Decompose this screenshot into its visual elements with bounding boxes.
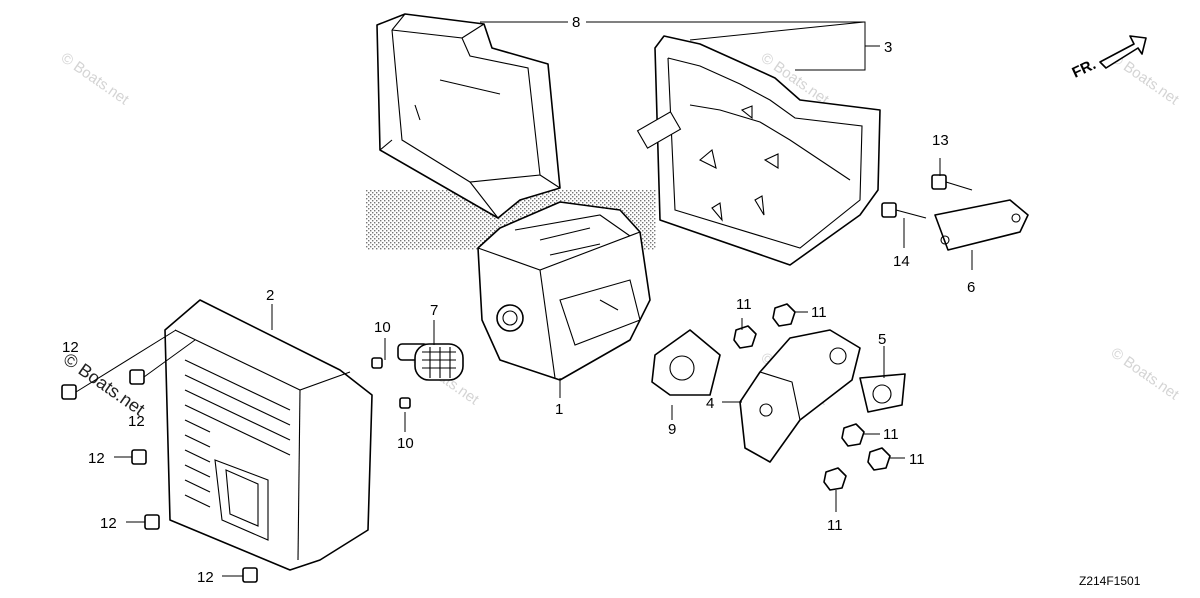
watermark-text: © Boats.net bbox=[1108, 344, 1183, 403]
stay-bracket-drawing bbox=[934, 199, 1029, 251]
diagram-reference-code: Z214F1501 bbox=[1079, 574, 1141, 588]
callout-13: 13 bbox=[932, 132, 949, 149]
exhaust-pipe-drawing bbox=[739, 329, 861, 463]
callout-12-c: 12 bbox=[88, 450, 105, 467]
muffler-drawing bbox=[477, 201, 651, 381]
callout-11-e: 11 bbox=[827, 517, 843, 534]
callout-12-d: 12 bbox=[100, 515, 117, 532]
callout-3: 3 bbox=[884, 39, 892, 56]
heat-shield-cover-drawing bbox=[636, 35, 881, 266]
callout-7: 7 bbox=[430, 302, 438, 319]
callout-14: 14 bbox=[893, 253, 910, 270]
callout-9: 9 bbox=[668, 421, 676, 438]
hardware-drawing bbox=[61, 174, 973, 583]
spark-arrester-drawing bbox=[397, 343, 464, 381]
callout-4: 4 bbox=[706, 395, 714, 412]
heat-insulator-drawing bbox=[376, 13, 561, 219]
callout-10-upper: 10 bbox=[374, 319, 391, 336]
callout-1: 1 bbox=[555, 401, 563, 418]
callout-12-a: 12 bbox=[62, 339, 79, 356]
callout-12-b: 12 bbox=[128, 413, 145, 430]
front-label: FR. bbox=[1070, 56, 1099, 82]
callout-11-d: 11 bbox=[909, 451, 925, 468]
callout-8: 8 bbox=[572, 14, 580, 31]
callout-10-lower: 10 bbox=[397, 435, 414, 452]
muffler-protector-drawing bbox=[164, 299, 373, 571]
callout-12-e: 12 bbox=[197, 569, 214, 586]
callout-11-b: 11 bbox=[811, 304, 827, 321]
callout-11-c: 11 bbox=[883, 426, 899, 443]
callout-6: 6 bbox=[967, 279, 975, 296]
gasket-drawing bbox=[859, 373, 906, 413]
callouts: 8 3 1 2 7 10 10 9 4 5 6 13 14 11 11 11 1… bbox=[62, 14, 975, 586]
callout-2: 2 bbox=[266, 287, 274, 304]
callout-5: 5 bbox=[878, 331, 886, 348]
leader-lines bbox=[75, 21, 973, 577]
muffler-gasket-drawing bbox=[651, 329, 721, 396]
watermark-text: © Boats.net bbox=[58, 49, 133, 108]
callout-11-a: 11 bbox=[736, 296, 752, 313]
